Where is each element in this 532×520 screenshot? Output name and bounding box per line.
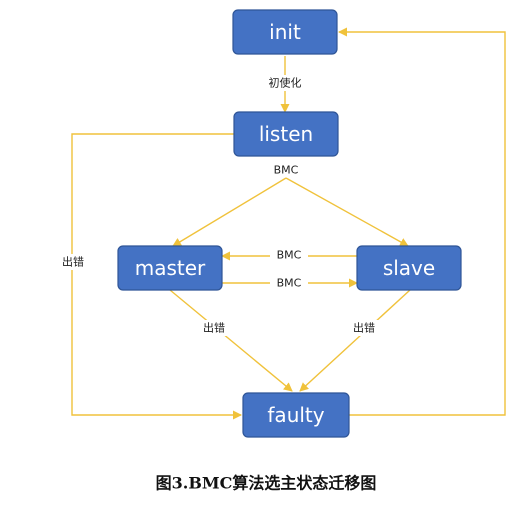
- edge-listen-to-slave: [285, 177, 409, 247]
- master-to-slave-label-bg: [270, 275, 308, 290]
- master-error-label: 出错: [203, 321, 225, 335]
- slave-to-master-label: BMC: [277, 249, 302, 262]
- listen-label: listen: [259, 122, 313, 146]
- master-error-label-bg: [197, 320, 231, 336]
- state-node-listen: listen: [233, 111, 339, 157]
- listen-box: [233, 111, 339, 157]
- slave-to-master-label-bg: [270, 248, 308, 263]
- edge-master-to-faulty: [169, 289, 293, 392]
- master-box: [117, 245, 223, 291]
- listen-error-label-bg: [56, 254, 90, 270]
- state-node-init: init: [232, 9, 338, 55]
- edge-faulty-to-init: [338, 27, 506, 416]
- faulty-box: [242, 392, 350, 438]
- init-to-listen-label: 初使化: [269, 76, 302, 90]
- edge-listen-to-faulty: [71, 133, 242, 420]
- edge-slave-to-faulty: [299, 289, 411, 392]
- edge-listen-to-master: [172, 177, 287, 247]
- init-label: init: [269, 20, 301, 44]
- init-box: [232, 9, 338, 55]
- master-label: master: [135, 256, 206, 280]
- faulty-label: faulty: [267, 403, 324, 427]
- slave-box: [356, 245, 462, 291]
- figure-caption: 图3.BMC算法选主状态迁移图: [156, 474, 377, 493]
- listen-error-label: 出错: [62, 255, 84, 269]
- slave-error-label: 出错: [353, 321, 375, 335]
- slave-error-label-bg: [347, 320, 381, 336]
- state-node-faulty: faulty: [242, 392, 350, 438]
- master-to-slave-label: BMC: [277, 277, 302, 290]
- slave-label: slave: [383, 256, 435, 280]
- init-to-listen-label-bg: [261, 75, 309, 91]
- listen-bmc-label: BMC: [274, 164, 299, 177]
- state-node-master: master: [117, 245, 223, 291]
- state-node-slave: slave: [356, 245, 462, 291]
